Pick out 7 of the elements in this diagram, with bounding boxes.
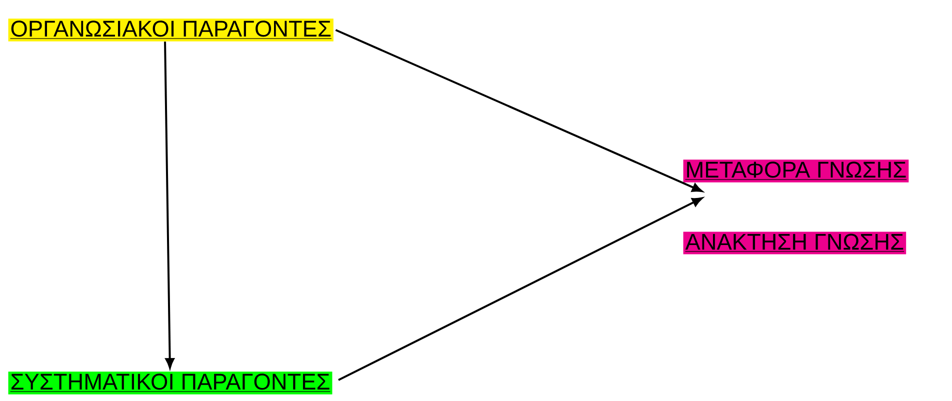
- arrow: [335, 29, 702, 192]
- arrow: [164, 42, 174, 368]
- arrow: [338, 197, 703, 381]
- label-box: ΣΥΣΤΗΜΑΤΙΚΟΙ ΠΑΡΑΓΟΝΤΕΣ: [8, 372, 332, 394]
- label-box: ΜΕΤΑΦΟΡΑ ΓΝΩΣΗΣ: [683, 160, 909, 182]
- label-box: ΟΡΓΑΝΩΣΙΑΚΟΙ ΠΑΡΑΓΟΝΤΕΣ: [8, 18, 334, 42]
- label-box: ΑΝΑΚΤΗΣΗ ΓΝΩΣΗΣ: [683, 232, 906, 254]
